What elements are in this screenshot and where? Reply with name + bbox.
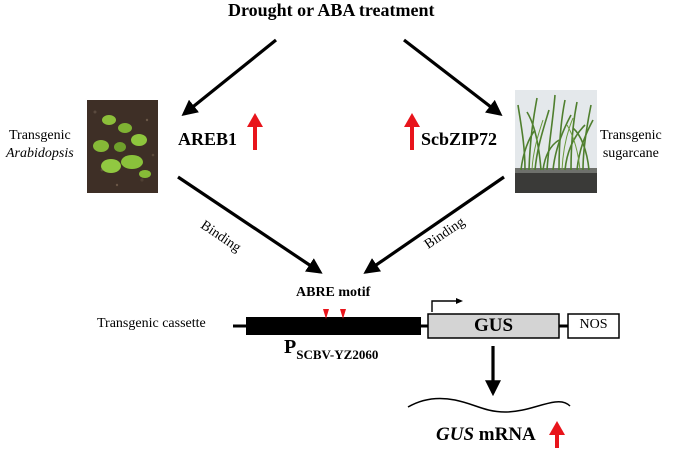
gus-box — [427, 313, 560, 339]
promoter-label: PSCBV-YZ2060 — [284, 336, 379, 362]
gene-areb1-label: AREB1 — [178, 129, 238, 149]
right-organism-line2: sugarcane — [602, 146, 659, 161]
gus-mrna-label: GUS mRNA — [436, 424, 536, 446]
sugarcane-plantlets-photo — [515, 90, 597, 193]
abre-motif-marker-2 — [340, 309, 346, 319]
arrow-to-sugarcane — [403, 38, 503, 116]
abre-motif-label: ABRE motif — [296, 285, 371, 300]
promoter-block — [246, 317, 421, 335]
binding-arrow-right — [363, 175, 505, 274]
nos-label: NOS — [579, 317, 608, 332]
nos-box — [567, 313, 620, 339]
mrna-wave — [407, 397, 571, 413]
transgenic-cassette-label: Transgenic cassette — [97, 316, 206, 331]
gus-mrna-rest: mRNA — [478, 424, 536, 445]
promoter-subscript: SCBV-YZ2060 — [296, 347, 379, 362]
gus-mrna-italic: GUS — [436, 424, 475, 445]
up-arrow-icon-arebp — [247, 113, 263, 150]
diagram-title: Drought or ABA treatment — [228, 0, 435, 20]
left-organism-line2: Arabidopsis — [6, 146, 74, 161]
arabidopsis-seedling-photo — [87, 100, 158, 193]
transcription-start-arrow — [431, 298, 463, 312]
arrow-to-arabidopsis — [181, 38, 278, 117]
left-organism-label: Transgenic Arabidopsis — [6, 127, 74, 163]
abre-motif-marker-1 — [323, 309, 329, 319]
up-arrow-icon-mrna — [549, 421, 565, 448]
binding-arrow-left — [177, 175, 323, 274]
left-organism-line1: Transgenic — [8, 128, 71, 143]
right-organism-label: Transgenic sugarcane — [600, 127, 662, 163]
right-organism-line1: Transgenic — [600, 128, 662, 143]
gus-label: GUS — [473, 315, 514, 336]
promoter-main: P — [284, 336, 297, 358]
up-arrow-icon-scbzip — [404, 113, 420, 150]
gene-scbzip72-label: ScbZIP72 — [421, 129, 498, 149]
